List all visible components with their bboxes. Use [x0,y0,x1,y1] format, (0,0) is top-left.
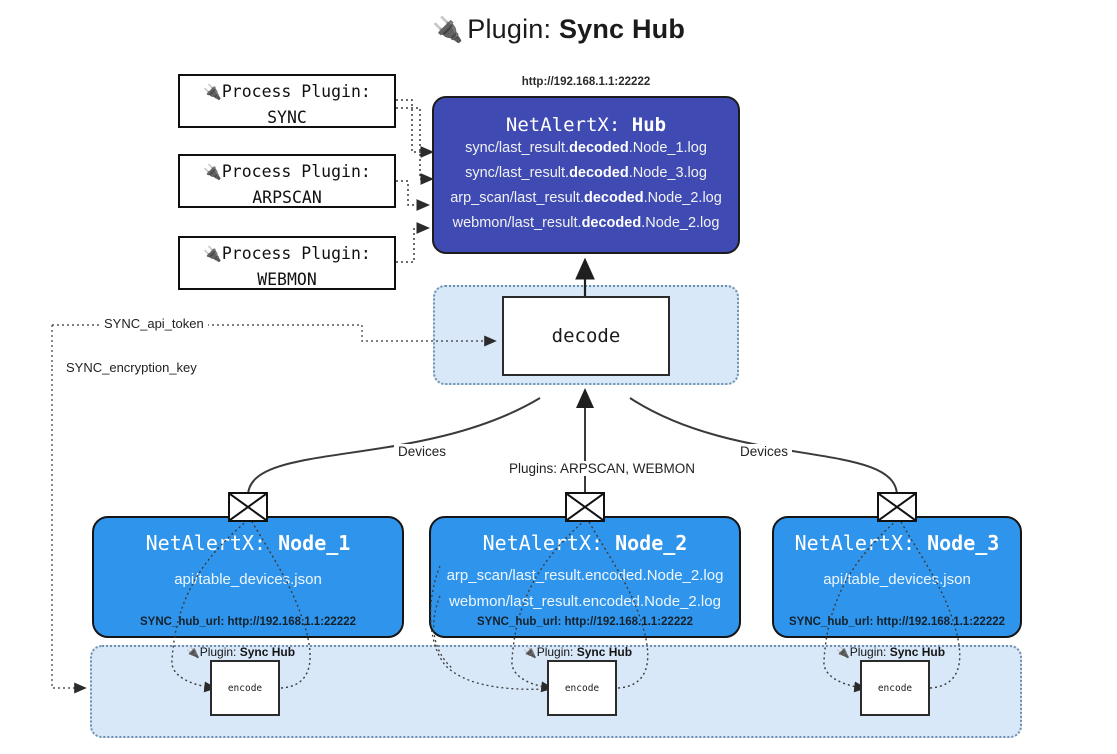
plugins-label-center: Plugins: ARPSCAN, WEBMON [505,461,700,476]
encode-box[interactable]: encode [860,660,930,716]
node-log-line: arp_scan/last_result.encoded.Node_2.log [446,567,724,584]
hub-url-label: http://192.168.1.1:22222 [521,76,651,88]
hub-title: NetAlertX: Hub [434,114,738,136]
devices-label-right: Devices [736,444,793,459]
hub-log-line: sync/last_result.decoded.Node_1.log [465,140,707,156]
title-name: Sync Hub [558,14,686,44]
title-prefix: Plugin: [467,14,559,44]
node-card-node-3[interactable]: NetAlertX: Node_3 api/table_devices.json… [772,516,1022,638]
node-hub-url: SYNC_hub_url: http://192.168.1.1:22222 [788,616,1006,628]
node-card-node-1[interactable]: NetAlertX: Node_1 api/table_devices.json… [92,516,404,638]
plug-icon: 🔌 [431,16,464,44]
hub-log-line: arp_scan/last_result.decoded.Node_2.log [450,190,722,206]
envelope-icon [877,492,917,522]
node-log-line: webmon/last_result.encoded.Node_2.log [449,593,721,610]
sync-encryption-key-label: SYNC_encryption_key [62,360,201,375]
node-title: NetAlertX: Node_1 [145,531,351,555]
node-title: NetAlertX: Node_3 [794,531,1000,555]
process-plugin-arpscan[interactable]: 🔌Process Plugin: ARPSCAN [178,154,396,208]
node-card-node-2[interactable]: NetAlertX: Node_2 arp_scan/last_result.e… [429,516,741,638]
process-plugin-label: Process Plugin: [221,82,371,101]
envelope-icon [565,492,605,522]
node-hub-url: SYNC_hub_url: http://192.168.1.1:22222 [476,616,694,628]
process-plugin-label: Process Plugin: [221,162,371,181]
page-title: 🔌Plugin: Sync Hub [0,14,1117,45]
plug-icon: 🔌 [203,245,222,263]
hub-title-name: Hub [631,114,667,136]
devices-label-left: Devices [394,444,451,459]
plug-icon: 🔌 [186,647,200,659]
hub-title-prefix: NetAlertX: [505,114,632,136]
encoder-plugin-label: 🔌Plugin: Sync Hub [836,645,946,659]
plug-icon: 🔌 [523,647,537,659]
process-plugin-name: ARPSCAN [252,188,322,207]
node-log-line: api/table_devices.json [174,571,322,588]
process-plugin-webmon[interactable]: 🔌Process Plugin: WEBMON [178,236,396,290]
node-title: NetAlertX: Node_2 [482,531,688,555]
node-hub-url: SYNC_hub_url: http://192.168.1.1:22222 [139,616,357,628]
envelope-icon [228,492,268,522]
process-plugin-name: WEBMON [257,270,317,289]
encoder-plugin-label: 🔌Plugin: Sync Hub [186,645,296,659]
node-log-line: api/table_devices.json [823,571,971,588]
plug-icon: 🔌 [203,163,222,181]
process-plugin-name: SYNC [267,108,307,127]
hub-log-line: sync/last_result.decoded.Node_3.log [465,165,707,181]
hub-log-line: webmon/last_result.decoded.Node_2.log [452,215,720,231]
encode-box[interactable]: encode [547,660,617,716]
process-plugin-sync[interactable]: 🔌Process Plugin: SYNC [178,74,396,128]
plug-icon: 🔌 [203,83,222,101]
sync-api-token-label: SYNC_api_token [100,316,208,331]
process-plugin-label: Process Plugin: [221,244,371,263]
plug-icon: 🔌 [836,647,850,659]
encoder-plugin-label: 🔌Plugin: Sync Hub [523,645,633,659]
decode-box[interactable]: decode [502,296,670,376]
hub-node[interactable]: NetAlertX: Hub sync/last_result.decoded.… [432,96,740,254]
encode-box[interactable]: encode [210,660,280,716]
